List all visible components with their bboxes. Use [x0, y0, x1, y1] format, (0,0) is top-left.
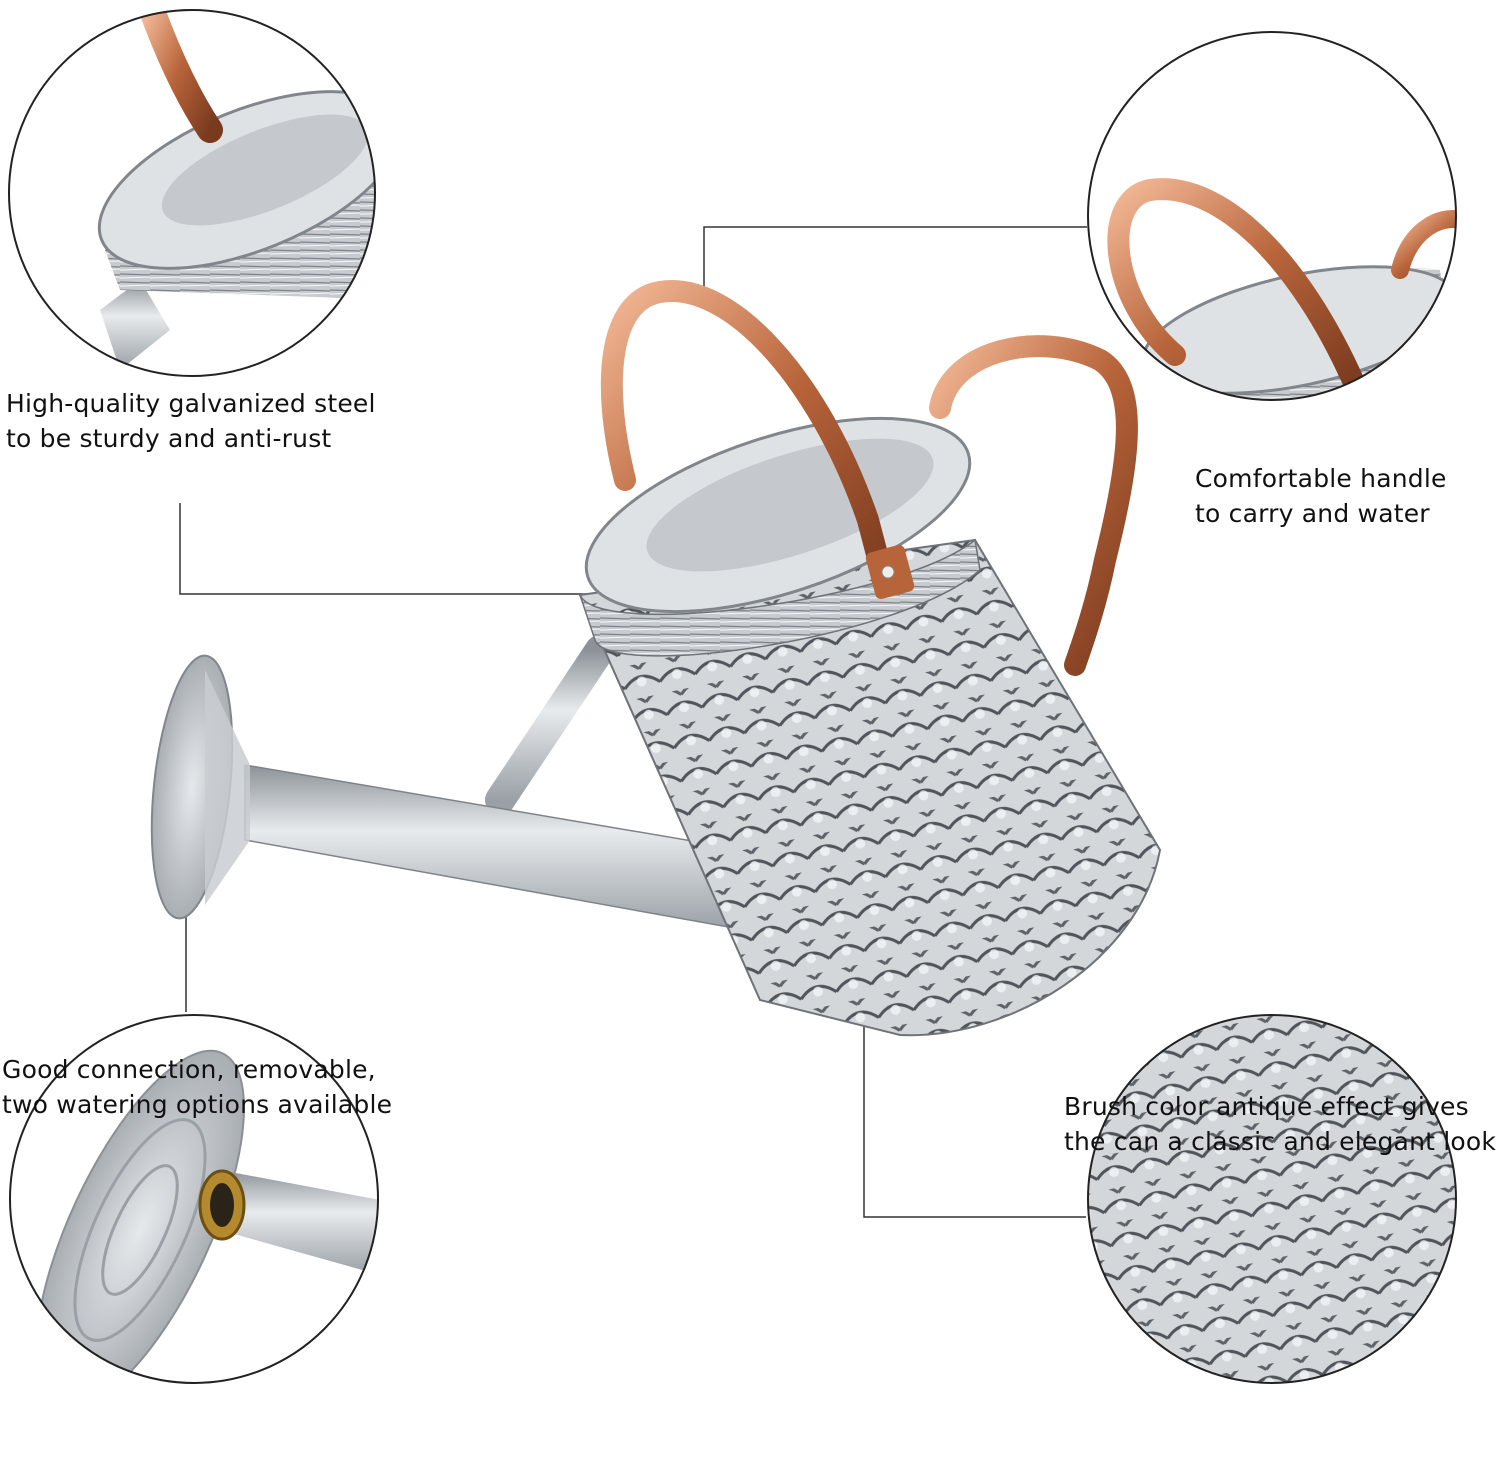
rear-handle [929, 335, 1138, 676]
can-rim-band [579, 538, 981, 657]
spout-brace [485, 635, 615, 815]
detail-circle-steel-border [8, 9, 376, 377]
caption-spout-line-2: two watering options available [2, 1090, 393, 1119]
detail-circle-spout [10, 1015, 378, 1383]
watering-can-illustration [150, 280, 1162, 1037]
caption-steel-line-1: High-quality galvanized steel [6, 389, 376, 418]
caption-handle-line-1: Comfortable handle [1195, 464, 1447, 493]
caption-handle: Comfortable handle to carry and water [1195, 461, 1447, 531]
rose-neck [205, 670, 250, 905]
caption-handle-line-2: to carry and water [1195, 499, 1430, 528]
detail-circle-handle-border [1087, 31, 1457, 401]
leader-line-handle [703, 226, 1087, 305]
caption-finish-line-2: the can a classic and elegant look [1064, 1127, 1496, 1156]
detail-circle-finish [1088, 1015, 1456, 1383]
caption-steel: High-quality galvanized steel to be stur… [6, 386, 376, 456]
can-body [578, 538, 1162, 1037]
caption-steel-line-2: to be sturdy and anti-rust [6, 424, 332, 453]
detail-circle-finish-border [1087, 1014, 1457, 1384]
detail-circle-steel [9, 10, 375, 376]
caption-finish-line-1: Brush color antique effect gives [1064, 1092, 1469, 1121]
caption-spout: Good connection, removable, two watering… [2, 1052, 392, 1122]
detail-circle-spout-border [9, 1014, 379, 1384]
detail-circle-handle [1088, 32, 1456, 400]
caption-finish: Brush color antique effect gives the can… [1064, 1089, 1496, 1159]
handle-rivet [881, 565, 895, 579]
front-handle [600, 280, 896, 596]
leader-line-steel [179, 503, 620, 595]
caption-spout-line-1: Good connection, removable, [2, 1055, 376, 1084]
